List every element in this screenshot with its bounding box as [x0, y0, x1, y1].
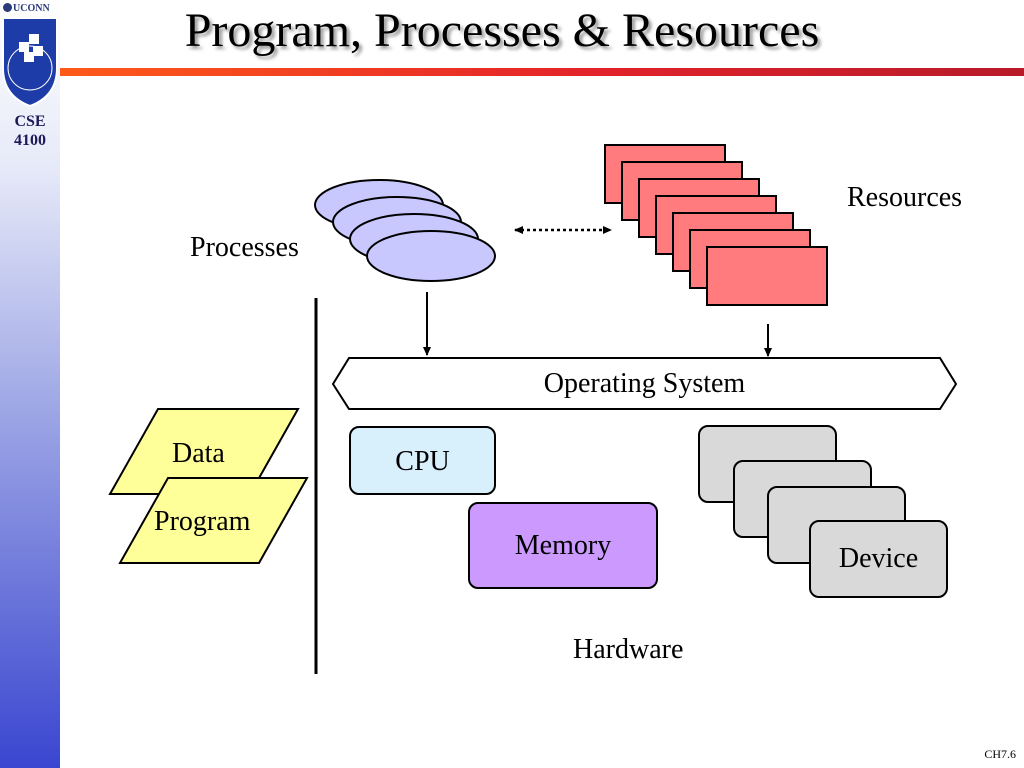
institution-name: UCONN: [13, 3, 50, 14]
resources-label: Resources: [847, 182, 963, 213]
memory-box: [468, 502, 658, 589]
cpu-label: CPU: [395, 446, 450, 477]
processes-label: Processes: [190, 232, 299, 263]
memory-label: Memory: [514, 530, 612, 561]
hardware-label: Hardware: [573, 634, 684, 665]
slide-number: CH7.6: [984, 747, 1016, 761]
resource-box: [706, 246, 828, 306]
device-label: Device: [838, 543, 919, 574]
os-bar: [331, 357, 958, 410]
device-stack: [698, 425, 948, 598]
program-label: Program: [154, 506, 251, 537]
course-code: CSE 4100: [14, 113, 46, 149]
os-label: Operating System: [543, 368, 746, 399]
device-box: [809, 520, 948, 598]
cse-logo: [2, 17, 58, 108]
uconn-logo: UCONN: [3, 2, 61, 16]
uconn-seal-icon: [3, 3, 12, 12]
process-stack: [314, 179, 496, 282]
sidebar: UCONN CSE 4100: [0, 0, 60, 768]
resource-stack: [604, 144, 828, 306]
title-rule: [60, 68, 1024, 76]
process-ellipse: [366, 230, 496, 282]
program-shape: [118, 477, 309, 564]
data-label: Data: [172, 438, 225, 469]
cpu-box: [349, 426, 496, 495]
slide-title: Program, Processes & Resources: [184, 4, 820, 57]
